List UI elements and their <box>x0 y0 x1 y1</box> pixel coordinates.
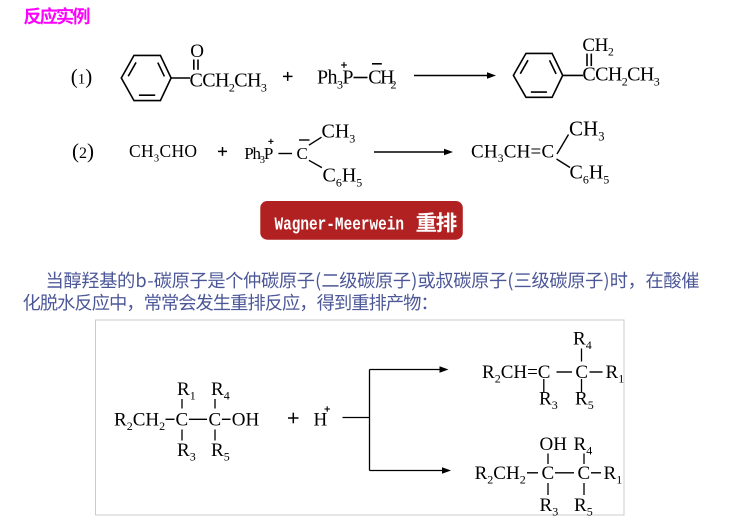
svg-text:(1): (1) <box>71 65 93 89</box>
svg-text:CCH2​CH3​: CCH2​CH3​ <box>190 70 267 95</box>
svg-text:Wagner-Meerwein: Wagner-Meerwein <box>275 215 405 235</box>
svg-text:C: C <box>297 144 308 163</box>
svg-text:C6​H5​: C6​H5​ <box>570 162 610 187</box>
svg-text:C: C <box>542 463 555 484</box>
svg-text:C: C <box>368 67 381 89</box>
svg-text:R2​CH2​: R2​CH2​ <box>475 463 526 487</box>
svg-text:O: O <box>190 41 204 62</box>
svg-text:H: H <box>314 409 328 430</box>
svg-text:CCH2​CH3​: CCH2​CH3​ <box>582 64 659 89</box>
svg-text:Ph3​P: Ph3​P <box>317 67 353 92</box>
svg-text:R2​CH2​: R2​CH2​ <box>114 409 165 433</box>
svg-text:C6​H5​: C6​H5​ <box>323 165 363 190</box>
svg-text:CH3​CHO: CH3​CHO <box>129 141 197 164</box>
svg-text:Ph3​P: Ph3​P <box>244 144 273 166</box>
svg-text:R2​CH=C: R2​CH=C <box>482 362 550 386</box>
svg-text:C: C <box>575 362 588 383</box>
svg-text:C: C <box>209 409 222 430</box>
svg-text:C: C <box>176 409 189 430</box>
svg-text:2: 2 <box>391 78 397 92</box>
svg-text:C: C <box>578 463 591 484</box>
svg-text:(2): (2) <box>72 139 94 163</box>
svg-text:OH: OH <box>232 409 260 430</box>
svg-text:CH3​CH=C: CH3​CH=C <box>471 142 554 166</box>
svg-text:OH: OH <box>540 434 568 455</box>
svg-text:H: H <box>380 67 394 89</box>
